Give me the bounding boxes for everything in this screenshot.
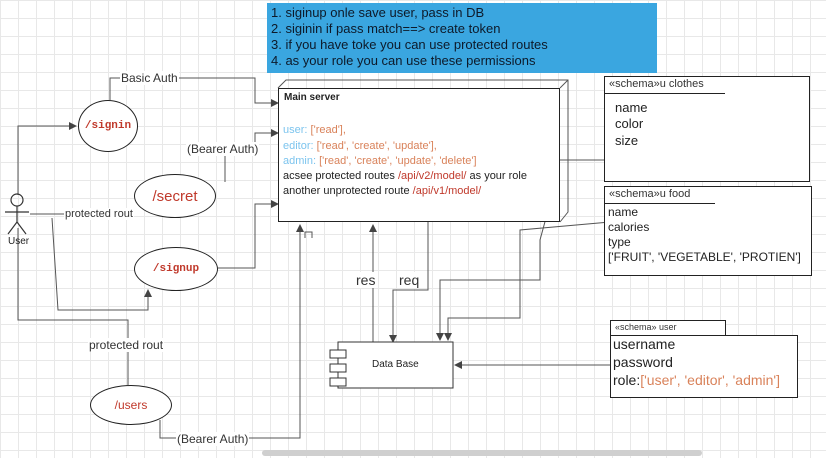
server-protected-route: acsee protected routes /api/v2/model/ as… [283, 170, 527, 182]
use-case-secret[interactable]: /secret [134, 174, 216, 218]
label-bearer-auth-secret: (Bearer Auth) [186, 142, 260, 156]
use-case-signin[interactable]: /signin [78, 100, 138, 152]
edge-user-signup [51, 217, 152, 311]
schema-field: ['FRUIT', 'VEGETABLE', 'PROTIEN'] [608, 250, 801, 264]
label-protected-rout-secret: protected rout [64, 208, 134, 220]
edge-signin-server [109, 77, 279, 107]
label-req: req [398, 272, 421, 288]
server-unprotected-route: another unprotected route /api/v1/model/ [283, 185, 482, 197]
actor-label: User [8, 236, 30, 247]
horizontal-scrollbar[interactable] [262, 450, 702, 456]
schema-food-title: «schema»u food [609, 188, 691, 200]
schema-field: size [615, 133, 639, 148]
edge-secret-server [224, 129, 279, 182]
server-perm-admin: admin: ['read', 'create', 'update', 'del… [283, 155, 477, 167]
server-perm-editor: editor: ['read', 'create', 'update'], [283, 140, 437, 152]
use-case-signup[interactable]: /signup [134, 247, 218, 291]
schema-clothes[interactable]: «schema»u clothes name color size [604, 76, 810, 182]
note-line: 4. as your role you can use these permis… [271, 53, 536, 68]
schema-field: calories [608, 220, 650, 234]
schema-field: color [615, 116, 644, 131]
database-label: Data Base [372, 359, 419, 370]
database-component [329, 341, 454, 389]
schema-food[interactable]: «schema»u food name calories type ['FRUI… [604, 186, 812, 276]
schema-field-role: role:['user', 'editor', 'admin'] [613, 372, 780, 388]
actor-figure [5, 193, 29, 235]
note-line: 1. siginup onle save user, pass in DB [271, 5, 485, 20]
label-res: res [355, 272, 377, 288]
label-bearer-auth-users: (Bearer Auth) [176, 432, 250, 446]
edge-user-users [17, 228, 129, 385]
schema-clothes-title: «schema»u clothes [609, 78, 704, 90]
schema-user-tab: «schema» user [610, 320, 726, 336]
edge-signup-server [218, 200, 279, 269]
schema-field: password [613, 354, 673, 370]
label-basic-auth: Basic Auth [120, 71, 179, 85]
edge-server-db-req [389, 222, 429, 343]
edge-food-db [444, 221, 611, 341]
instructions-note[interactable]: 1. siginup onle save user, pass in DB 2.… [267, 3, 657, 73]
schema-field: username [613, 336, 676, 352]
use-case-users[interactable]: /users [90, 385, 172, 425]
note-line: 2. siginin if pass match==> create token [271, 21, 501, 36]
schema-user-title: «schema» user [615, 322, 677, 332]
schema-field: name [608, 205, 639, 219]
schema-user[interactable]: username password role:['user', 'editor'… [610, 335, 798, 398]
label-protected-rout-users: protected rout [88, 338, 165, 352]
server-title: Main server [284, 92, 340, 103]
edge-user-signin [17, 122, 77, 195]
server-perm-user: user: ['read'], [283, 124, 346, 136]
schema-field: type [608, 235, 631, 249]
schema-field: name [615, 100, 648, 115]
main-server-node[interactable]: Main server user: ['read'], editor: ['re… [278, 88, 560, 222]
note-line: 3. if you have toke you can use protecte… [271, 37, 548, 52]
